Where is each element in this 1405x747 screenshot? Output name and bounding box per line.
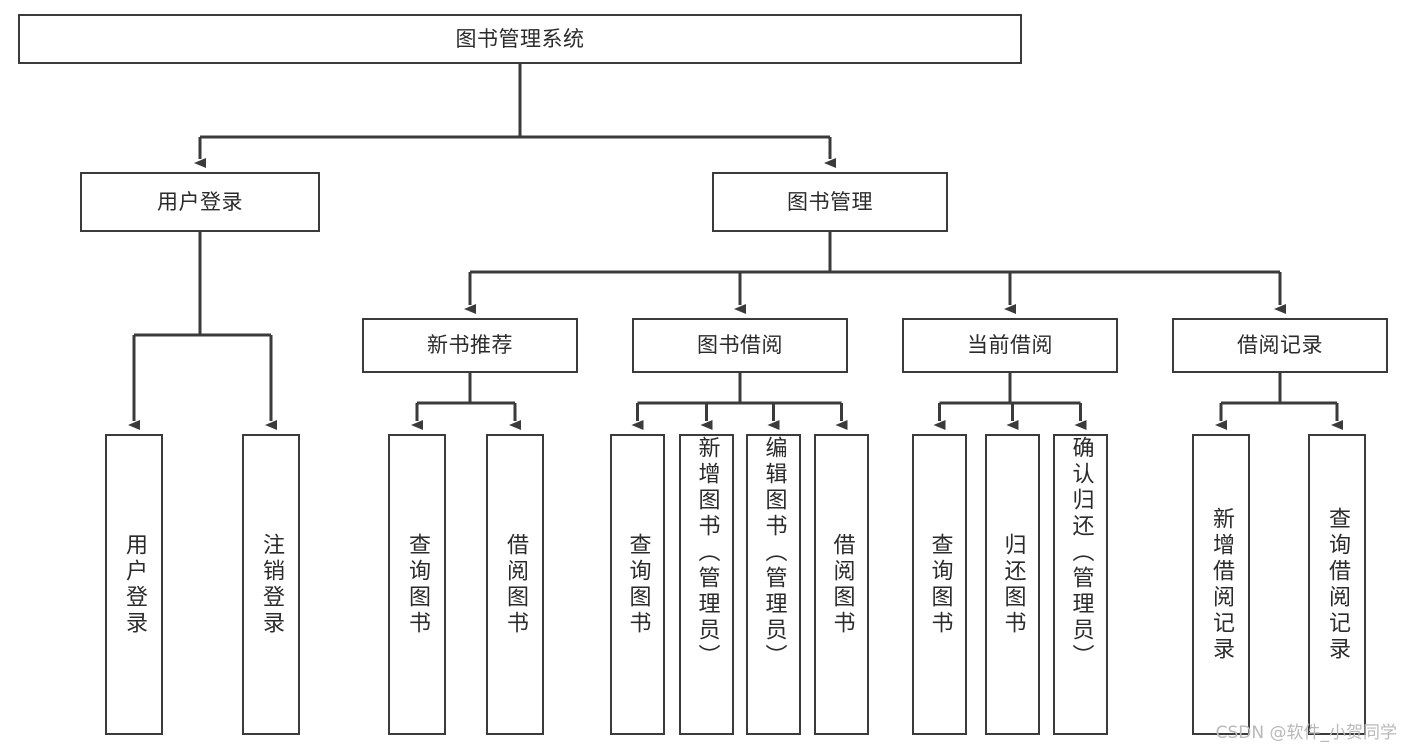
- node-root-label: 图书管理系统: [455, 26, 585, 51]
- node-current-borrow-label: 当前借阅: [967, 333, 1053, 358]
- node-borrow-record[interactable]: 借阅记录: [1172, 318, 1388, 373]
- node-book-manage[interactable]: 图书管理: [712, 172, 948, 232]
- leaf-return-book[interactable]: 归还图书: [985, 434, 1040, 735]
- leaf-edit-book-label: 编辑图书（管理员）: [761, 436, 787, 670]
- csdn-watermark: CSDN @软件_小贺同学: [1215, 723, 1397, 743]
- leaf-query-borrow-record-label: 查询借阅记录: [1325, 506, 1350, 663]
- leaf-query-book-1-label: 查询图书: [405, 532, 430, 637]
- leaf-confirm-return-label: 确认归还（管理员）: [1068, 436, 1094, 670]
- leaf-borrow-book-2-label: 借阅图书: [829, 532, 855, 637]
- leaf-add-book-label: 新增图书（管理员）: [694, 436, 720, 670]
- leaf-add-borrow-record-label: 新增借阅记录: [1209, 506, 1234, 663]
- node-book-borrow-label: 图书借阅: [697, 333, 783, 358]
- leaf-query-book-1[interactable]: 查询图书: [388, 434, 446, 735]
- leaf-user-login-label: 用户登录: [122, 532, 147, 637]
- leaf-edit-book[interactable]: 编辑图书（管理员）: [746, 434, 801, 735]
- node-book-manage-label: 图书管理: [787, 189, 873, 214]
- node-new-book-recommend[interactable]: 新书推荐: [362, 318, 578, 373]
- leaf-borrow-book-1-label: 借阅图书: [503, 532, 528, 637]
- leaf-user-login[interactable]: 用户登录: [105, 434, 163, 735]
- leaf-borrow-book-1[interactable]: 借阅图书: [486, 434, 544, 735]
- node-user-login[interactable]: 用户登录: [80, 172, 320, 232]
- leaf-logout-label: 注销登录: [259, 532, 284, 637]
- leaf-confirm-return[interactable]: 确认归还（管理员）: [1053, 434, 1108, 735]
- leaf-add-book[interactable]: 新增图书（管理员）: [679, 434, 734, 735]
- leaf-logout[interactable]: 注销登录: [242, 434, 300, 735]
- node-current-borrow[interactable]: 当前借阅: [902, 318, 1118, 373]
- node-new-book-recommend-label: 新书推荐: [427, 333, 513, 358]
- node-borrow-record-label: 借阅记录: [1237, 333, 1323, 358]
- leaf-query-book-3-label: 查询图书: [927, 532, 953, 637]
- leaf-query-book-2[interactable]: 查询图书: [610, 434, 665, 735]
- leaf-add-borrow-record[interactable]: 新增借阅记录: [1192, 434, 1250, 735]
- leaf-query-book-2-label: 查询图书: [625, 532, 651, 637]
- node-user-login-label: 用户登录: [157, 189, 243, 214]
- leaf-query-book-3[interactable]: 查询图书: [912, 434, 967, 735]
- node-book-borrow[interactable]: 图书借阅: [632, 318, 848, 373]
- leaf-return-book-label: 归还图书: [1000, 532, 1026, 637]
- leaf-borrow-book-2[interactable]: 借阅图书: [814, 434, 869, 735]
- leaf-query-borrow-record[interactable]: 查询借阅记录: [1308, 434, 1366, 735]
- node-root[interactable]: 图书管理系统: [18, 14, 1022, 64]
